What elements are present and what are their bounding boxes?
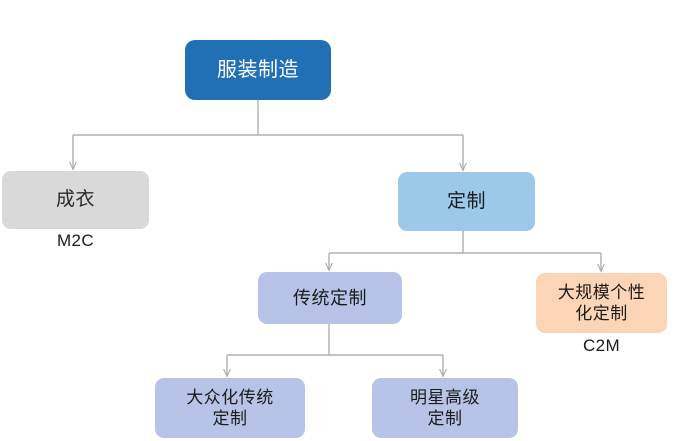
node-mass-traditional-custom[interactable]: 大众化传统 定制 — [155, 378, 305, 438]
node-ready-made-garment[interactable]: 成衣 — [2, 171, 149, 229]
caption-c2m: C2M — [582, 336, 621, 355]
node-mass-personalized-custom[interactable]: 大规模个性 化定制 — [536, 273, 667, 333]
caption-m2c: M2C — [56, 231, 95, 250]
node-traditional-custom[interactable]: 传统定制 — [258, 272, 402, 324]
node-celebrity-haute-custom[interactable]: 明星高级 定制 — [372, 378, 518, 438]
node-garment-manufacturing[interactable]: 服装制造 — [185, 40, 331, 100]
node-custom-made[interactable]: 定制 — [398, 172, 535, 231]
